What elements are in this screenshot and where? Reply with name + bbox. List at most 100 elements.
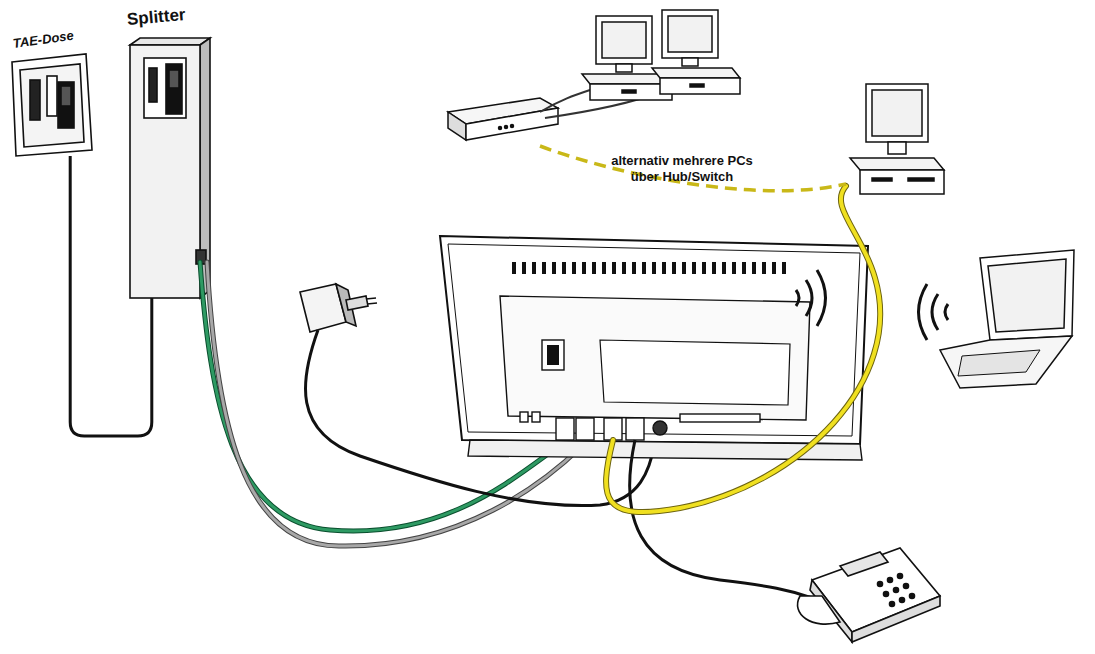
router-device: [548, 346, 558, 364]
power-adapter: [366, 298, 376, 299]
tae-socket: [12, 54, 92, 156]
desktop-pc: [908, 178, 934, 181]
tae-socket: [20, 64, 84, 147]
splitter-box: [149, 68, 157, 102]
power-adapter: [367, 303, 377, 304]
splitter-box: [166, 64, 182, 114]
desktop-pc: [850, 158, 944, 170]
router-vents: [582, 262, 586, 274]
desktop-pc: [850, 84, 944, 194]
tae-socket: [12, 54, 92, 156]
wireless-waves: [806, 280, 812, 316]
desktop-pc: [652, 68, 740, 78]
router-ports: [680, 414, 760, 422]
tae-socket: [47, 76, 57, 116]
desktop-pc: [668, 16, 712, 52]
router-ports: [556, 418, 574, 440]
wireless-waves: [919, 284, 928, 340]
node-heading: TAE-Dose: [12, 28, 75, 51]
router-vents: [772, 262, 776, 274]
wireless-waves: [932, 294, 938, 330]
desktop-pc: [616, 64, 632, 72]
hub-switch: [511, 125, 514, 128]
router-vents: [512, 262, 516, 274]
router-device: [448, 244, 860, 436]
desktop-pc: [888, 142, 906, 154]
telephone: [840, 552, 888, 576]
router-ports: [520, 412, 528, 422]
router-vents: [602, 262, 606, 274]
hub-switch: [540, 90, 590, 112]
laptop: [958, 350, 1040, 376]
splitter-box: Splitter: [126, 4, 212, 298]
router-vents: [572, 262, 576, 274]
power-adapter: [346, 296, 368, 310]
router-device: [440, 236, 868, 444]
router-ports: [604, 418, 622, 440]
telephone: [878, 582, 883, 587]
router-device: [440, 236, 868, 460]
wireless-waves: [796, 290, 799, 306]
router-device: [500, 296, 810, 420]
desktop-pc: [860, 170, 944, 194]
splitter-box: [130, 38, 210, 298]
telephone: [904, 584, 909, 589]
hub-switch: [466, 108, 558, 140]
desktop-pc: [690, 84, 704, 87]
desktop-pc: [596, 16, 652, 64]
router-vents: [712, 262, 716, 274]
router-vents: [562, 262, 566, 274]
splitter-box: [144, 58, 186, 118]
tae-socket: [61, 86, 71, 106]
hub-switch: [505, 126, 508, 129]
telephone: [894, 588, 899, 593]
router-ports: [576, 418, 594, 440]
router-vents: [542, 262, 546, 274]
desktop-pc: [660, 78, 740, 94]
router-vents: [592, 262, 596, 274]
router-vents: [622, 262, 626, 274]
dashed-lan-cable: [540, 146, 846, 191]
wall-socket: TAE-Dose: [10, 34, 96, 156]
phone-line-cable: [70, 156, 152, 436]
desktop-pc: [602, 22, 646, 58]
router-ports: [653, 421, 667, 435]
router-vents: [512, 262, 786, 274]
telephone: [898, 574, 903, 579]
desktop-pc: [582, 10, 740, 100]
splitter-box: [169, 70, 179, 88]
desktop-pc: [872, 90, 922, 136]
hub-switch: [499, 127, 502, 130]
telephone: [852, 596, 940, 642]
router-vents: [682, 262, 686, 274]
router-vents: [692, 262, 696, 274]
router-vents: [552, 262, 556, 274]
router-vents: [732, 262, 736, 274]
router-vents: [642, 262, 646, 274]
router-vents: [742, 262, 746, 274]
telephone: [910, 594, 915, 599]
desktop-pc: [662, 10, 718, 58]
router-vents: [672, 262, 676, 274]
router-vents: [632, 262, 636, 274]
note-label: alternativ mehrere PCs über Hub/Switch: [596, 153, 768, 185]
router-ports: [520, 412, 760, 440]
router-ports: [532, 412, 540, 422]
wireless-waves: [796, 270, 948, 340]
desktop-pc: [622, 90, 636, 93]
router-vents: [702, 262, 706, 274]
node-heading: Splitter: [126, 5, 186, 30]
tae-socket: [30, 80, 40, 120]
telephone: [798, 548, 940, 642]
router-vents: [532, 262, 536, 274]
splitter-box: [130, 45, 200, 298]
router-vents: [722, 262, 726, 274]
telephone: [900, 598, 905, 603]
telephone: [888, 578, 893, 583]
laptop: [980, 250, 1074, 340]
router-device: [542, 340, 564, 370]
laptop: [988, 259, 1066, 332]
router-vents: [612, 262, 616, 274]
desktop-pc: [682, 58, 698, 66]
